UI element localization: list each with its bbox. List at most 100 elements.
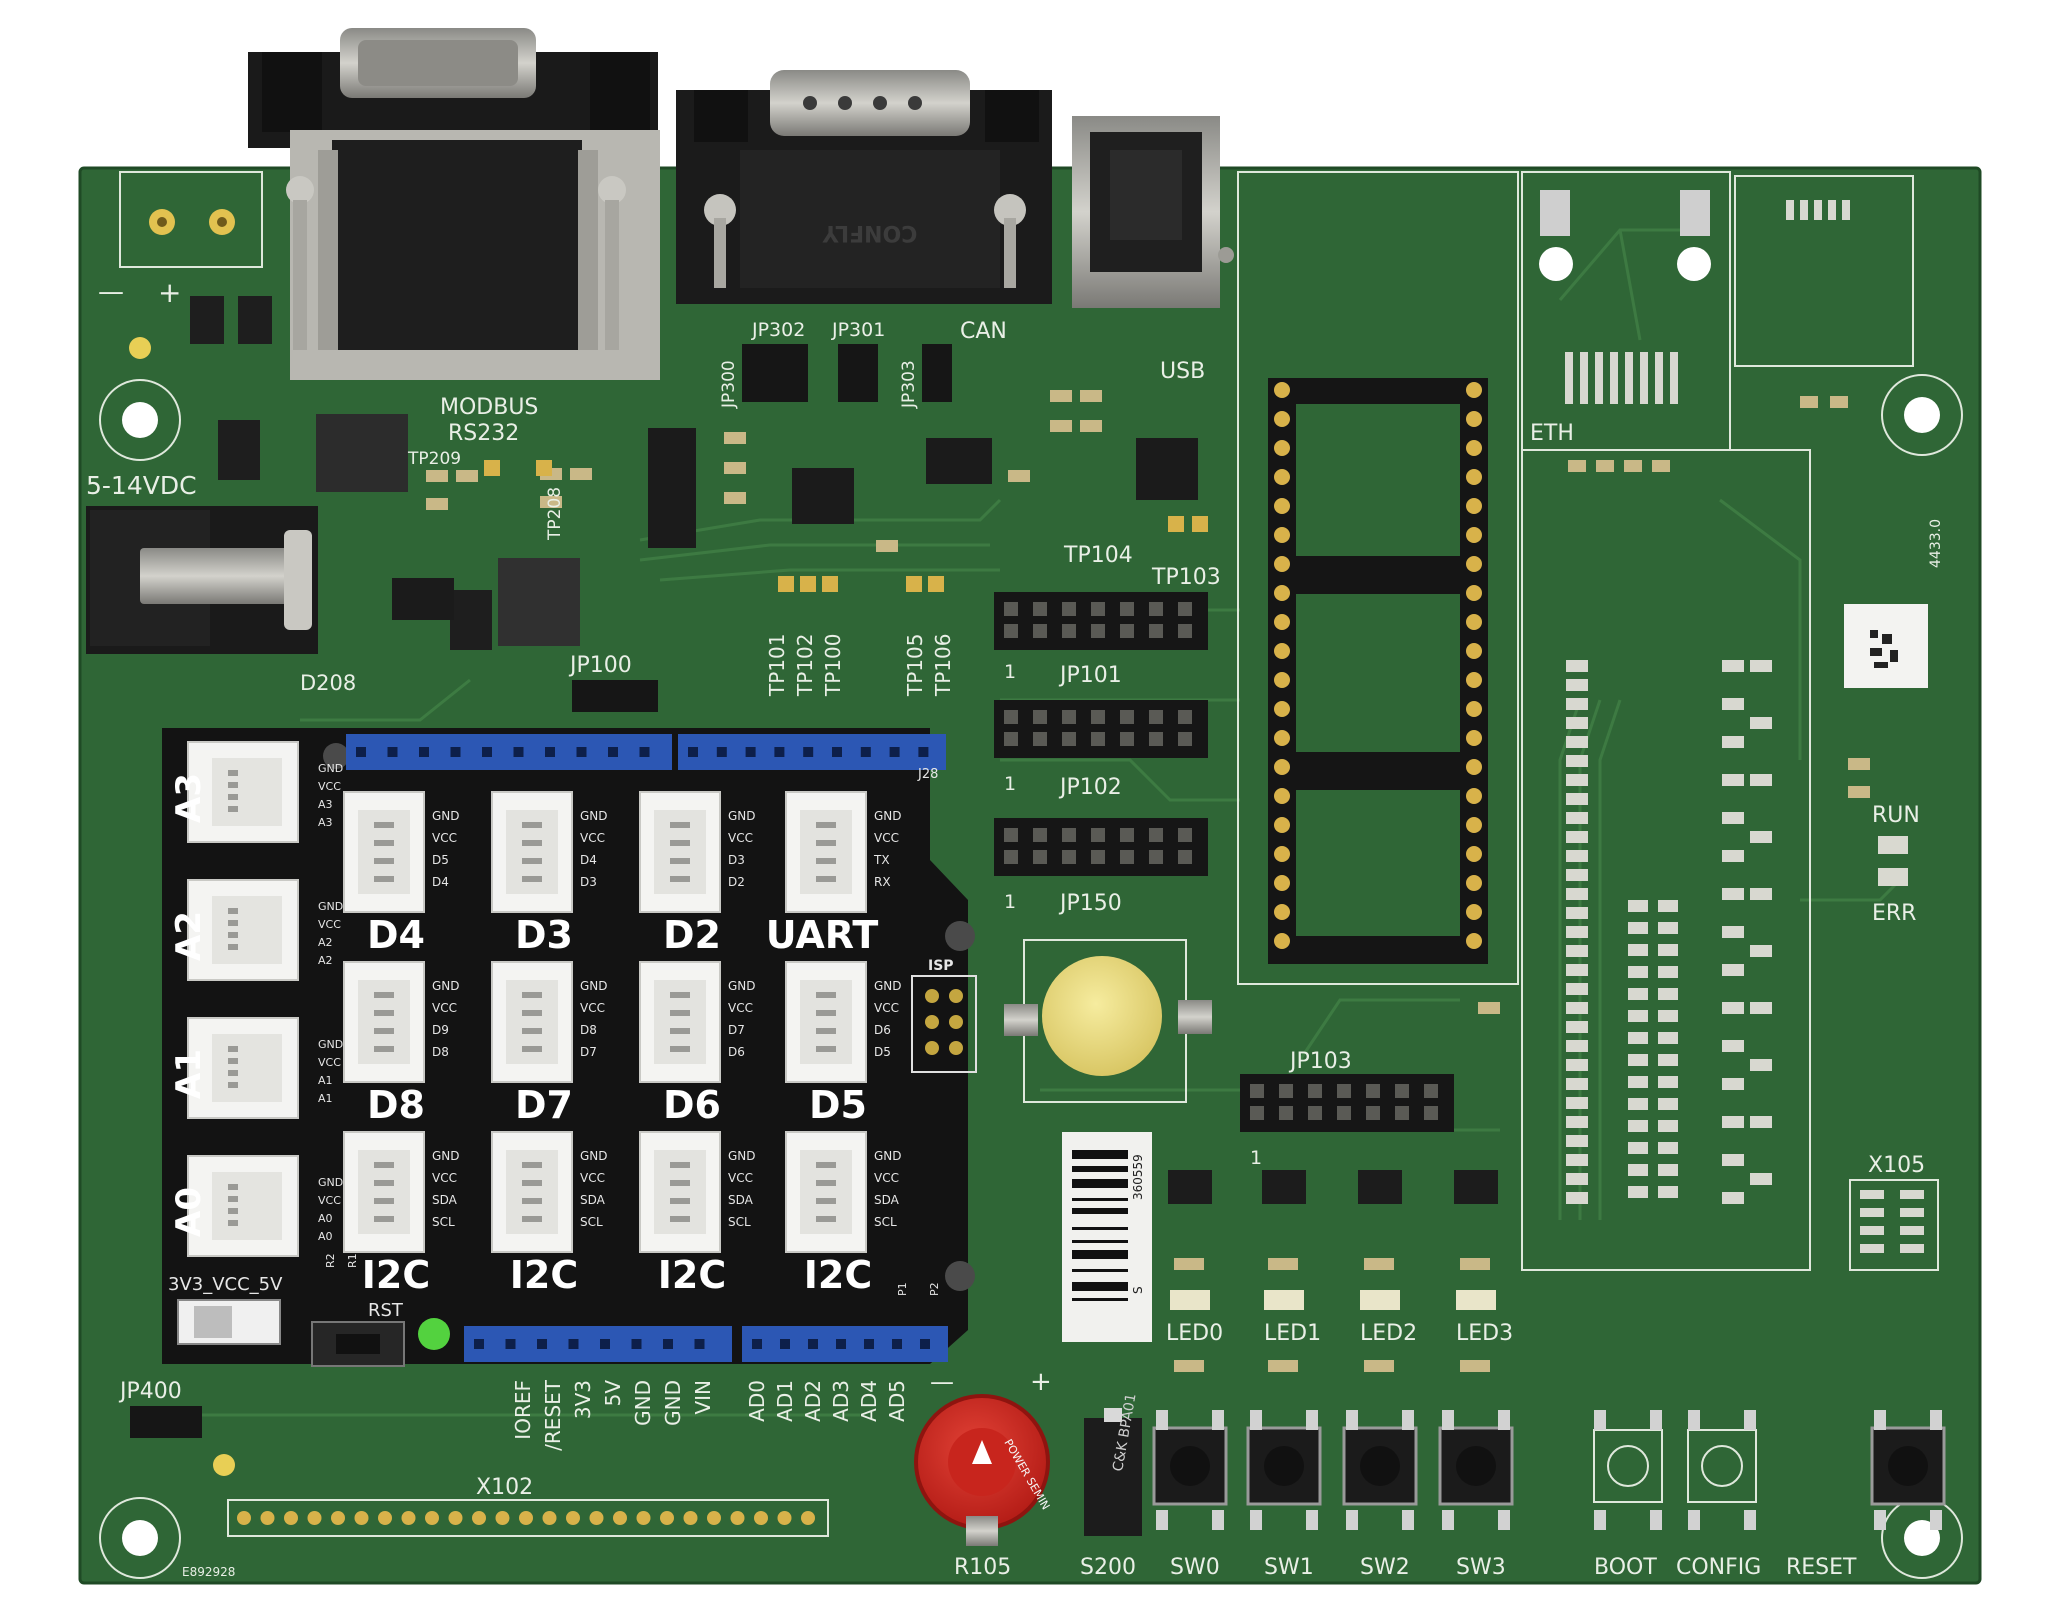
shield-reset-button[interactable] [311, 1321, 405, 1367]
tactile-switch[interactable] [1870, 1410, 1946, 1530]
pin-label: SDA [580, 1193, 606, 1207]
smd-pad [1566, 812, 1588, 824]
unpopulated-switch [1687, 1410, 1757, 1530]
grove-port-label: D4 [367, 913, 425, 957]
smd-resistor [1174, 1258, 1204, 1270]
tactile-switch[interactable] [1152, 1410, 1228, 1530]
tactile-switch[interactable] [1246, 1410, 1322, 1530]
testpoint-pads [484, 460, 1208, 592]
smd-pad [1566, 679, 1588, 691]
shield-labels: J28 ISP 3V3_VCC_5V RST R2 R1 P1 P2 [168, 767, 954, 1321]
header-pin [1366, 1084, 1380, 1098]
header-jp101 [994, 592, 1208, 650]
grove-port-label: D2 [663, 913, 721, 957]
barcode-bar [1072, 1250, 1128, 1259]
pin-label: GND [318, 1038, 343, 1051]
smd-pad [1722, 1192, 1744, 1204]
smd-pad [1566, 869, 1588, 881]
analog-pin-label: AD3 [829, 1380, 853, 1422]
mcu-pad-field [1566, 660, 1772, 1204]
label-minus: — [98, 277, 124, 307]
label-tp100: TP100 [821, 634, 845, 697]
red-potentiometer[interactable] [914, 1394, 1050, 1546]
pin-label: GND [318, 762, 343, 775]
label-isp: ISP [928, 958, 954, 974]
usb-b-connector [1072, 116, 1234, 308]
smd-pad [1628, 1120, 1648, 1132]
analog-port-label: A3 [169, 773, 209, 823]
isp-header [911, 975, 977, 1073]
header-pin [1178, 828, 1192, 842]
smd-pad [1722, 698, 1744, 710]
smd-pad [1628, 922, 1648, 934]
smd-pad [1566, 907, 1588, 919]
pin-label: SCL [728, 1215, 751, 1229]
tactile-switch[interactable] [1342, 1410, 1418, 1530]
smd-pad [1628, 900, 1648, 912]
header-pin [1178, 624, 1192, 638]
label-jp102-1: 1 [1004, 773, 1016, 795]
green-power-led [418, 1318, 450, 1350]
pin-label: VCC [874, 1001, 899, 1015]
smd-pad [1658, 1098, 1678, 1110]
tactile-switch[interactable] [1438, 1410, 1514, 1530]
header-pin [1250, 1106, 1264, 1120]
yellow-tactile-button[interactable] [1004, 956, 1212, 1076]
socket-pin [1274, 469, 1290, 485]
smd-pad [1658, 1076, 1678, 1088]
label-can: CAN [960, 319, 1007, 344]
pin-label: D3 [728, 853, 745, 867]
header-hole [864, 1339, 874, 1349]
header-hole [600, 1339, 610, 1349]
label-jp302: JP302 [751, 319, 805, 341]
pin-label: VCC [318, 918, 341, 931]
smd-pad [1566, 660, 1588, 672]
voltage-select-switch[interactable] [177, 1299, 281, 1345]
socket-pin [1466, 875, 1482, 891]
label-tp104: TP104 [1063, 543, 1133, 568]
x102-pad [425, 1511, 439, 1525]
pin-label: D8 [432, 1045, 449, 1059]
smd-pad [1658, 988, 1678, 1000]
header-pin [1062, 828, 1076, 842]
socket-pin [1466, 643, 1482, 659]
grove-port-label: D7 [515, 1083, 573, 1127]
pin-label: VCC [318, 780, 341, 793]
label-tp209: TP209 [407, 449, 461, 469]
smd-pad [1722, 1078, 1744, 1090]
smd-pad [1628, 1076, 1648, 1088]
label-tp106: TP106 [931, 634, 955, 697]
label-led0: LED0 [1166, 1321, 1223, 1346]
label-d208: D208 [300, 671, 356, 695]
resistor-array [1358, 1170, 1402, 1204]
label-r105: R105 [954, 1555, 1011, 1580]
socket-pin [1274, 527, 1290, 543]
pin-label: D4 [580, 853, 597, 867]
header-pin [1062, 710, 1076, 724]
smd-parts [426, 390, 1870, 1014]
x102-pad [354, 1511, 369, 1525]
pin-label: GND [728, 979, 756, 993]
smd-pad [1722, 812, 1744, 824]
barcode-bar [1072, 1227, 1128, 1230]
pin-label: GND [580, 809, 608, 823]
db9-modbus-connector [248, 28, 660, 380]
pin-label: A0 [318, 1230, 333, 1243]
